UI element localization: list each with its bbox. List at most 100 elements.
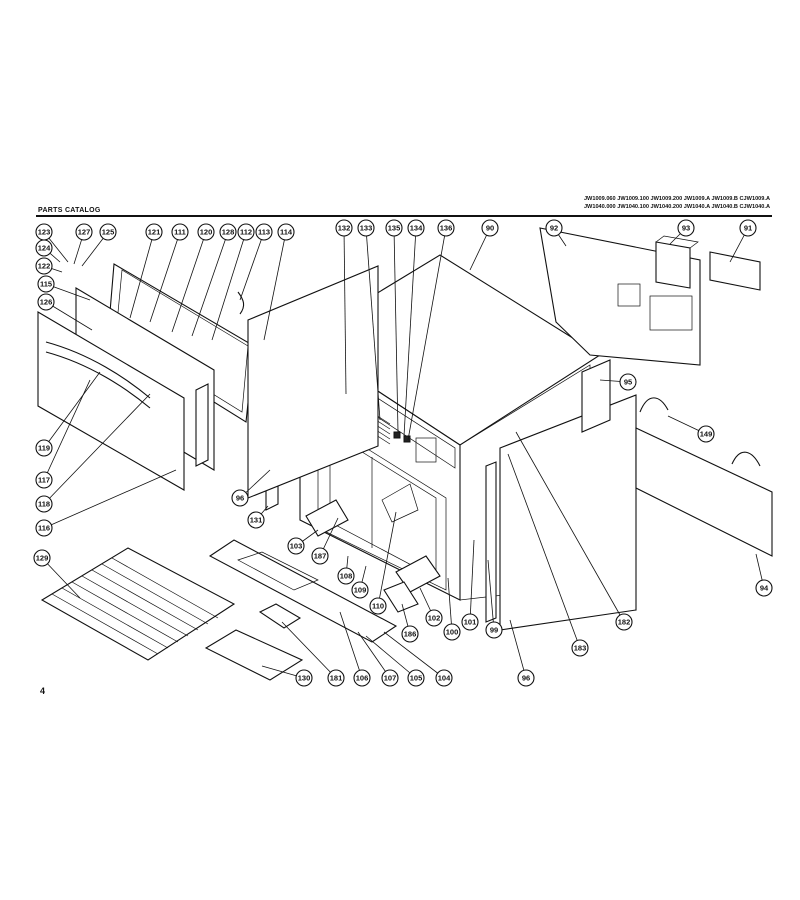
- callout-circle: [35, 257, 53, 275]
- callout-label: 96: [522, 674, 530, 683]
- callout-label: 124: [38, 244, 51, 253]
- model-list-line-1: JW1009.060 JW1009.100 JW1009.200 JW1009.…: [583, 196, 770, 202]
- callout-label: 132: [338, 224, 351, 233]
- callout-circle: [231, 489, 249, 507]
- callout-label: 115: [40, 280, 52, 289]
- callout-circle: [327, 669, 345, 687]
- callout-125: 125: [99, 223, 117, 241]
- callout-label: 112: [240, 228, 252, 237]
- grille-vent: [258, 603, 302, 629]
- callout-label: 109: [354, 586, 367, 595]
- callout-circle: [407, 219, 425, 237]
- trim-slot: [237, 551, 319, 591]
- callout-label: 183: [574, 644, 587, 653]
- callout-116: 116: [35, 519, 53, 537]
- callout-100: 100: [443, 623, 461, 641]
- callout-circle: [311, 547, 329, 565]
- callout-187: 187: [311, 547, 329, 565]
- leader-line: [43, 379, 91, 481]
- leader-line: [191, 231, 229, 337]
- callout-label: 101: [464, 618, 477, 627]
- callout-label: 125: [102, 228, 115, 237]
- callout-128: 128: [219, 223, 237, 241]
- callout-112: 112: [237, 223, 255, 241]
- leader-line: [469, 539, 475, 623]
- handle-part-2: [731, 451, 761, 467]
- leader-line: [509, 619, 527, 679]
- callout-118: 118: [35, 495, 53, 513]
- inner-side-panel: [581, 359, 611, 433]
- callout-circle: [407, 669, 425, 687]
- callout-circle: [437, 219, 455, 237]
- leader-line: [407, 227, 447, 441]
- leader-line: [211, 231, 247, 341]
- leader-line: [281, 621, 337, 679]
- callout-label: 181: [330, 674, 343, 683]
- callout-130: 130: [295, 669, 313, 687]
- callout-123: 123: [35, 223, 53, 241]
- callout-circle: [171, 223, 189, 241]
- callout-circle: [35, 239, 53, 257]
- callout-186: 186: [401, 625, 419, 643]
- callout-90: 90: [481, 219, 499, 237]
- callout-circle: [425, 609, 443, 627]
- callout-circle: [739, 219, 757, 237]
- callout-circle: [35, 471, 53, 489]
- callout-132: 132: [335, 219, 353, 237]
- callout-circle: [615, 613, 633, 631]
- leader-line: [487, 559, 495, 631]
- callout-label: 108: [340, 572, 353, 581]
- right-side-panel: [499, 394, 637, 631]
- drip-tray: [204, 629, 304, 681]
- callout-label: 116: [38, 524, 50, 533]
- handle-part: [639, 397, 669, 413]
- callout-103: 103: [287, 537, 305, 555]
- leader-line: [393, 227, 399, 433]
- leader-line: [383, 631, 445, 679]
- callout-135: 135: [385, 219, 403, 237]
- vent-cover: [383, 581, 419, 613]
- leader-line: [365, 227, 381, 421]
- bottom-front-trim: [208, 539, 398, 643]
- callout-circle: [353, 669, 371, 687]
- catalog-title: PARTS CATALOG: [38, 207, 101, 214]
- leader-line: [357, 631, 391, 679]
- callout-label: 129: [36, 554, 49, 563]
- callout-circle: [33, 549, 51, 567]
- callout-115: 115: [37, 275, 55, 293]
- callout-label: 93: [682, 224, 690, 233]
- callout-label: 94: [760, 584, 769, 593]
- callout-label: 186: [404, 630, 417, 639]
- callout-circle: [485, 621, 503, 639]
- leader-line: [43, 393, 151, 505]
- callout-circle: [145, 223, 163, 241]
- callout-circle: [619, 373, 637, 391]
- callout-circle: [335, 219, 353, 237]
- callout-label: 130: [298, 674, 311, 683]
- callout-circle: [75, 223, 93, 241]
- callout-circle: [35, 439, 53, 457]
- callout-circle: [295, 669, 313, 687]
- callout-label: 117: [38, 476, 50, 485]
- callout-circle: [337, 567, 355, 585]
- side-trim-strip: [485, 461, 497, 623]
- callout-106: 106: [353, 669, 371, 687]
- leader-line: [263, 231, 287, 341]
- callout-label: 92: [550, 224, 558, 233]
- callout-label: 102: [428, 614, 441, 623]
- callout-94: 94: [755, 579, 773, 597]
- callout-label: 136: [440, 224, 453, 233]
- callout-label: 122: [38, 262, 51, 271]
- callout-circle: [381, 669, 399, 687]
- callout-circle: [219, 223, 237, 241]
- callout-104: 104: [435, 669, 453, 687]
- callout-119: 119: [35, 439, 53, 457]
- callout-111: 111: [171, 223, 189, 241]
- callout-95: 95: [619, 373, 637, 391]
- callout-131: 131: [247, 511, 265, 529]
- callout-circle: [37, 293, 55, 311]
- callout-circle: [435, 669, 453, 687]
- callout-101: 101: [461, 613, 479, 631]
- leader-line: [515, 431, 625, 623]
- leader-line: [171, 231, 207, 333]
